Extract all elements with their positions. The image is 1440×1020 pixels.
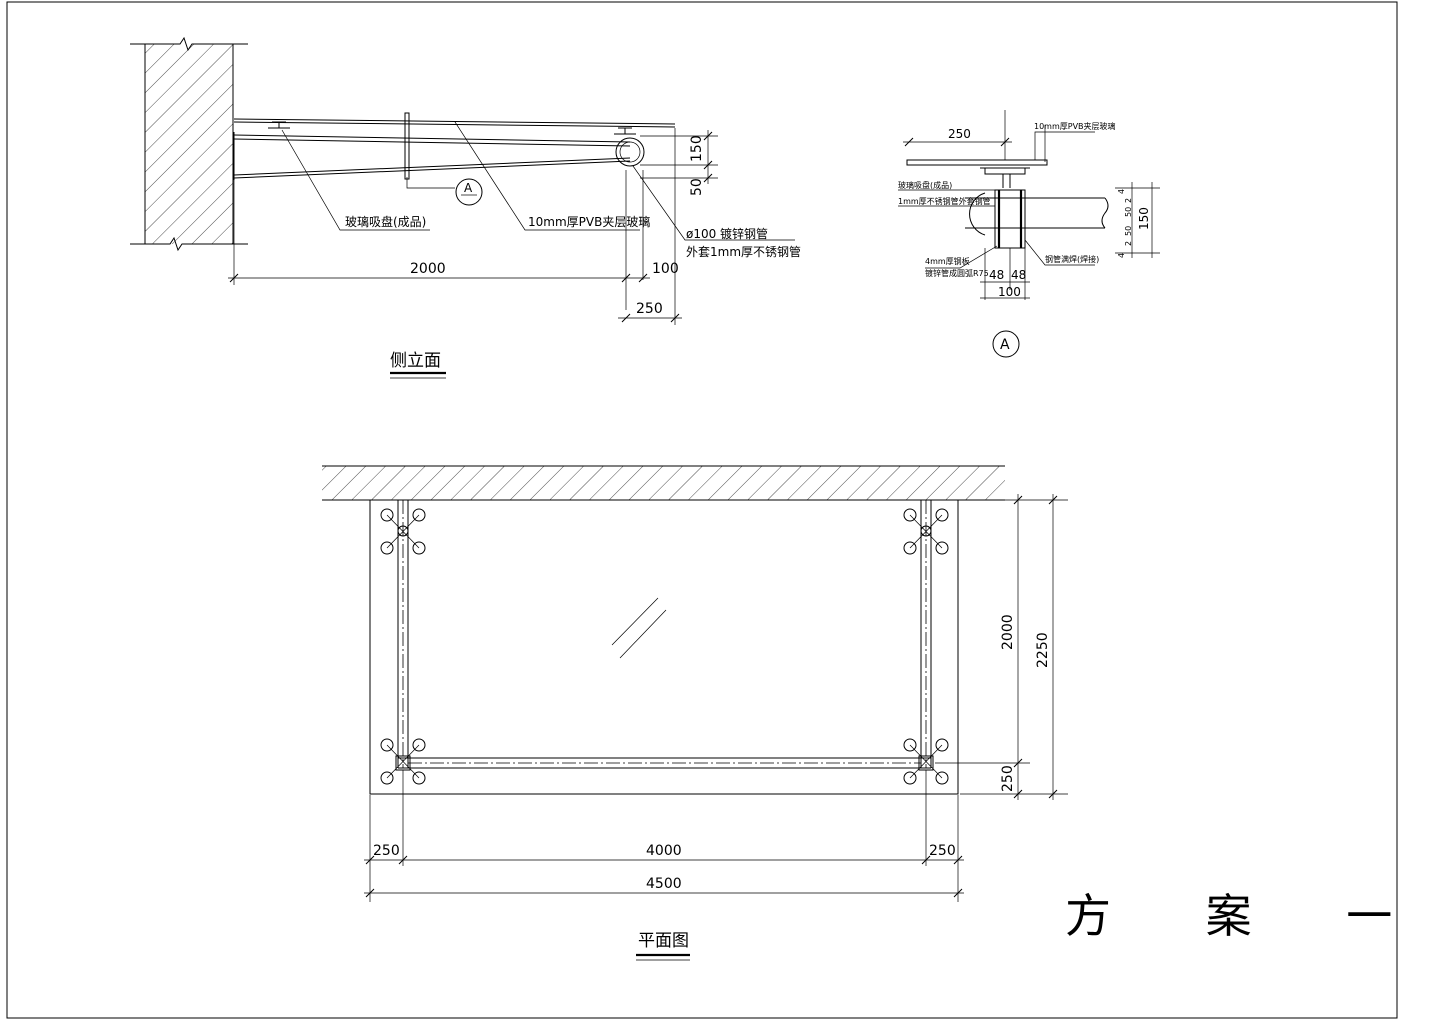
side-elevation: 150 50 2000 100 250 玻璃吸盘(成品) 10mm厚PVB夹层玻… bbox=[130, 36, 801, 379]
dim-100: 100 bbox=[652, 261, 679, 277]
dim-250-side: 250 bbox=[636, 301, 663, 317]
scheme-label: 方 案 一 bbox=[1065, 889, 1432, 943]
detail-v50a: 50 bbox=[1124, 207, 1133, 217]
detail-dim-48a: 48 bbox=[989, 268, 1004, 282]
callout-a-side: A bbox=[464, 181, 473, 195]
dim-50: 50 bbox=[689, 178, 705, 196]
plan-dim-2250: 2250 bbox=[1035, 632, 1051, 668]
detail-callout-circle bbox=[992, 330, 1020, 358]
plan-dim-left-250: 250 bbox=[373, 843, 400, 859]
detail-dim-100: 100 bbox=[998, 285, 1021, 299]
detail-dim-48b: 48 bbox=[1011, 268, 1026, 282]
detail-note-clamp: 玻璃吸盘(成品) bbox=[898, 180, 952, 190]
detail-v2a: 2 bbox=[1124, 198, 1133, 203]
pipe-end-circle bbox=[615, 137, 645, 167]
plan-dim-v250: 250 bbox=[1000, 765, 1016, 792]
detail-note-plate2: 镀锌管成圆弧R75 bbox=[925, 268, 989, 278]
plan-glass-panel bbox=[369, 499, 959, 795]
detail-note-plate1: 4mm厚钢板 bbox=[925, 256, 970, 266]
detail-v4a: 4 bbox=[1117, 189, 1126, 194]
plan-dim-4500: 4500 bbox=[646, 876, 682, 892]
plan-dim-right-250: 250 bbox=[929, 843, 956, 859]
label-glass: 10mm厚PVB夹层玻璃 bbox=[528, 215, 650, 229]
dim-150: 150 bbox=[689, 135, 705, 162]
detail-dim-250: 250 bbox=[948, 127, 971, 141]
callout-a-circle bbox=[455, 178, 483, 206]
detail-v50b: 50 bbox=[1124, 226, 1133, 236]
detail-note-sleeve: 1mm厚不锈钢管外套钢管 bbox=[898, 196, 991, 206]
detail-callout-label: A bbox=[1000, 337, 1010, 353]
detail-v2b: 2 bbox=[1124, 241, 1133, 246]
detail-top-note: 10mm厚PVB夹层玻璃 bbox=[1034, 121, 1116, 131]
detail-v4b: 4 bbox=[1117, 253, 1126, 258]
plan-dim-4000: 4000 bbox=[646, 843, 682, 859]
plan-dim-2000: 2000 bbox=[1000, 614, 1016, 650]
side-elevation-title: 侧立面 bbox=[390, 351, 441, 371]
label-pipe-line2: 外套1mm厚不锈钢管 bbox=[686, 244, 801, 259]
detail-v150: 150 bbox=[1137, 207, 1151, 230]
plan-view: 250 4000 250 4500 2000 250 2250 平面图 bbox=[322, 465, 1068, 961]
plan-wall-hatch bbox=[322, 466, 1005, 500]
detail-note-weld: 钢管满焊(焊接) bbox=[1045, 254, 1099, 264]
detail-a: 250 10mm厚PVB夹层玻璃 玻璃吸盘(成品) 1mm厚不锈钢管外套钢管 4… bbox=[898, 110, 1160, 358]
label-pipe-line1: ø100 镀锌钢管 bbox=[686, 226, 768, 241]
wall-hatch bbox=[145, 44, 233, 244]
drawing-frame bbox=[6, 1, 1398, 1019]
label-glass-clamp: 玻璃吸盘(成品) bbox=[345, 214, 426, 229]
dim-2000: 2000 bbox=[410, 261, 446, 277]
plan-title: 平面图 bbox=[638, 931, 689, 951]
plan-clamps bbox=[380, 508, 949, 785]
